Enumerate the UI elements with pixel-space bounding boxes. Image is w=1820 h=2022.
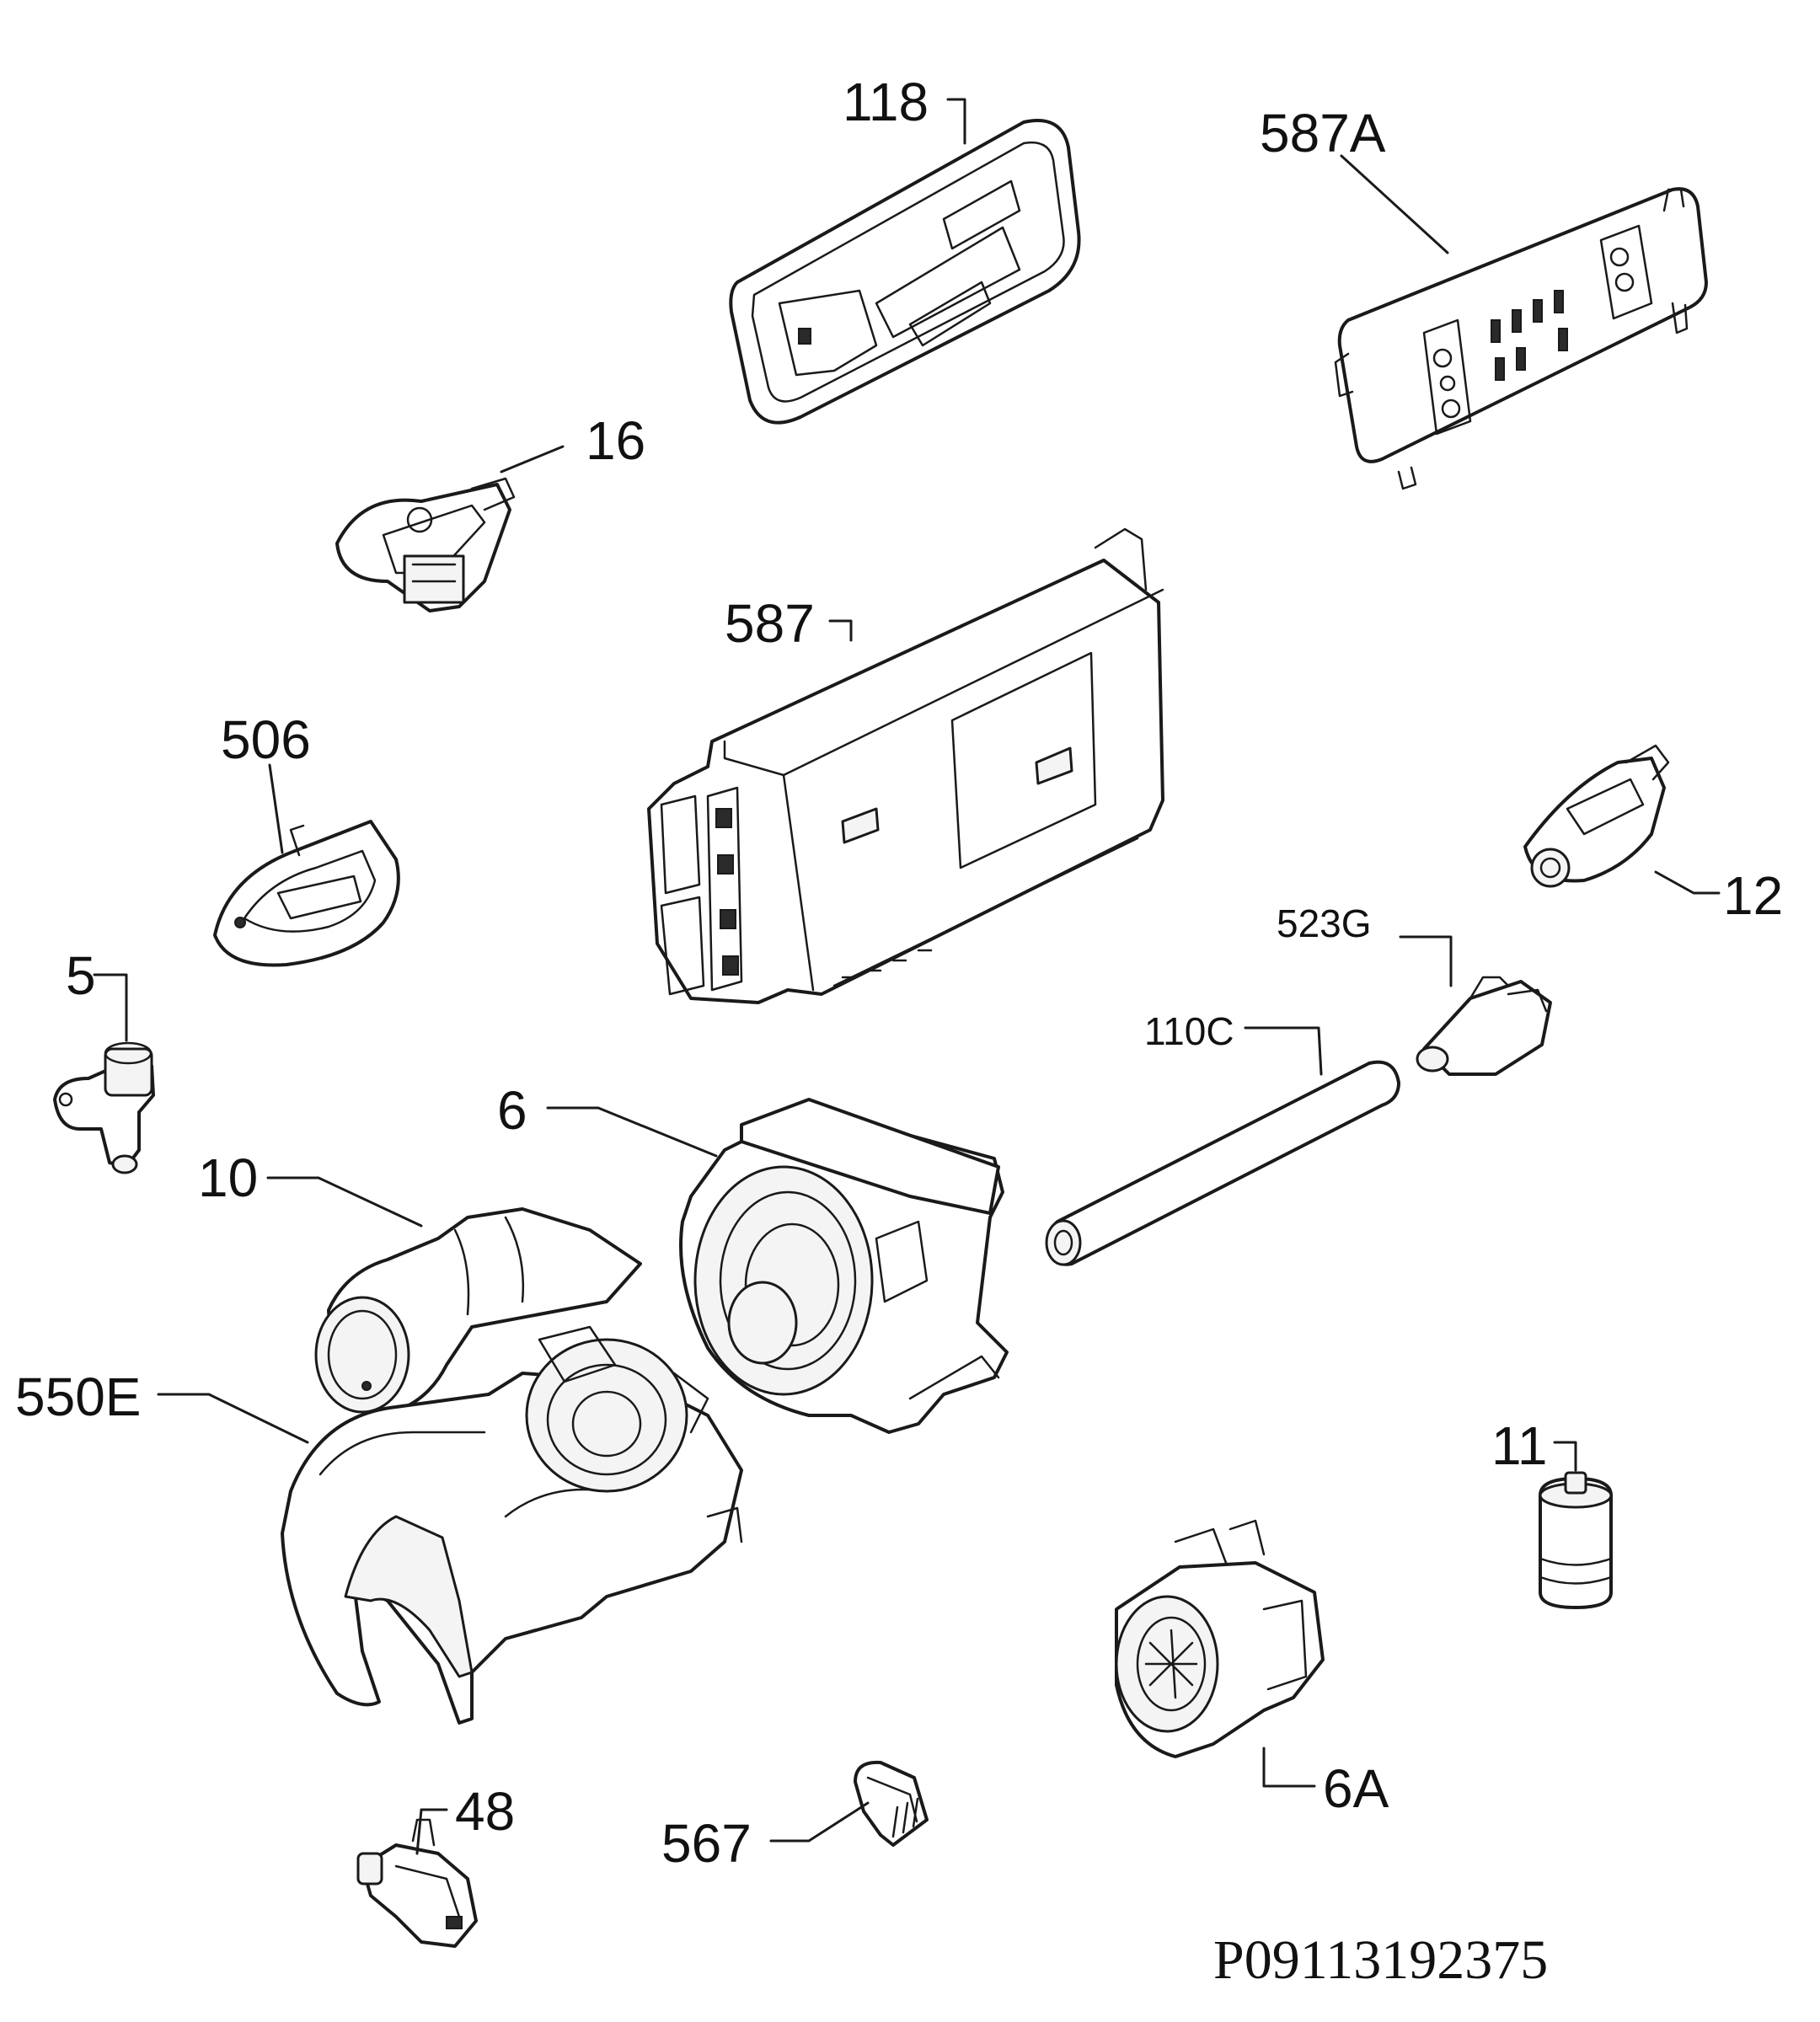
- part-587A-control-board: [1334, 187, 1708, 490]
- part-523G-connector: [1416, 976, 1552, 1076]
- part-587-electronic-module: [647, 527, 1164, 1004]
- leader-5: [93, 973, 128, 1042]
- label-48: 48: [455, 1781, 515, 1842]
- label-567: 567: [661, 1813, 752, 1874]
- part-5-inlet-valve: [53, 1041, 155, 1174]
- leader-550E: [157, 1393, 309, 1444]
- part-16-door-switch: [335, 477, 516, 612]
- leader-6: [546, 1106, 718, 1158]
- label-587A: 587A: [1260, 103, 1386, 163]
- leader-118: [946, 98, 966, 145]
- label-110C: 110C: [1144, 1009, 1234, 1053]
- part-6A-drain-pump: [1115, 1519, 1325, 1758]
- part-118-cover: [729, 119, 1081, 425]
- part-567-clip: [854, 1760, 929, 1847]
- label-523G: 523G: [1277, 901, 1372, 945]
- part-12-flow-sensor: [1523, 744, 1670, 888]
- part-506-dispenser: [213, 820, 400, 967]
- label-118: 118: [843, 72, 929, 132]
- leader-567: [769, 1801, 870, 1843]
- leader-6A: [1262, 1747, 1316, 1788]
- label-587: 587: [725, 593, 815, 654]
- leader-523G: [1399, 935, 1453, 987]
- part-550E-sump: [281, 1325, 743, 1725]
- leader-11: [1553, 1441, 1577, 1472]
- label-550E: 550E: [15, 1367, 141, 1427]
- label-5: 5: [66, 945, 96, 1006]
- leader-10: [266, 1176, 423, 1228]
- leader-587: [828, 619, 853, 642]
- label-6: 6: [497, 1080, 527, 1141]
- leader-506: [268, 763, 284, 854]
- label-16: 16: [586, 410, 645, 471]
- part-110C-hose: [1045, 1060, 1400, 1266]
- label-6A: 6A: [1323, 1758, 1389, 1819]
- part-10-inlet-pipe: [314, 1207, 642, 1414]
- label-12: 12: [1723, 865, 1783, 926]
- part-48-pressure-sensor: [356, 1818, 478, 1948]
- part-6-circulation-pump: [679, 1098, 1009, 1434]
- leader-48: [415, 1808, 448, 1855]
- leader-16: [500, 445, 565, 473]
- leader-587A: [1340, 154, 1449, 254]
- label-10: 10: [198, 1147, 258, 1208]
- document-code: P09113192375: [1213, 1929, 1548, 1991]
- leader-110C: [1244, 1026, 1323, 1076]
- leader-12: [1654, 870, 1721, 895]
- label-506: 506: [221, 709, 311, 770]
- part-11-capacitor: [1539, 1471, 1613, 1609]
- label-11: 11: [1491, 1415, 1547, 1476]
